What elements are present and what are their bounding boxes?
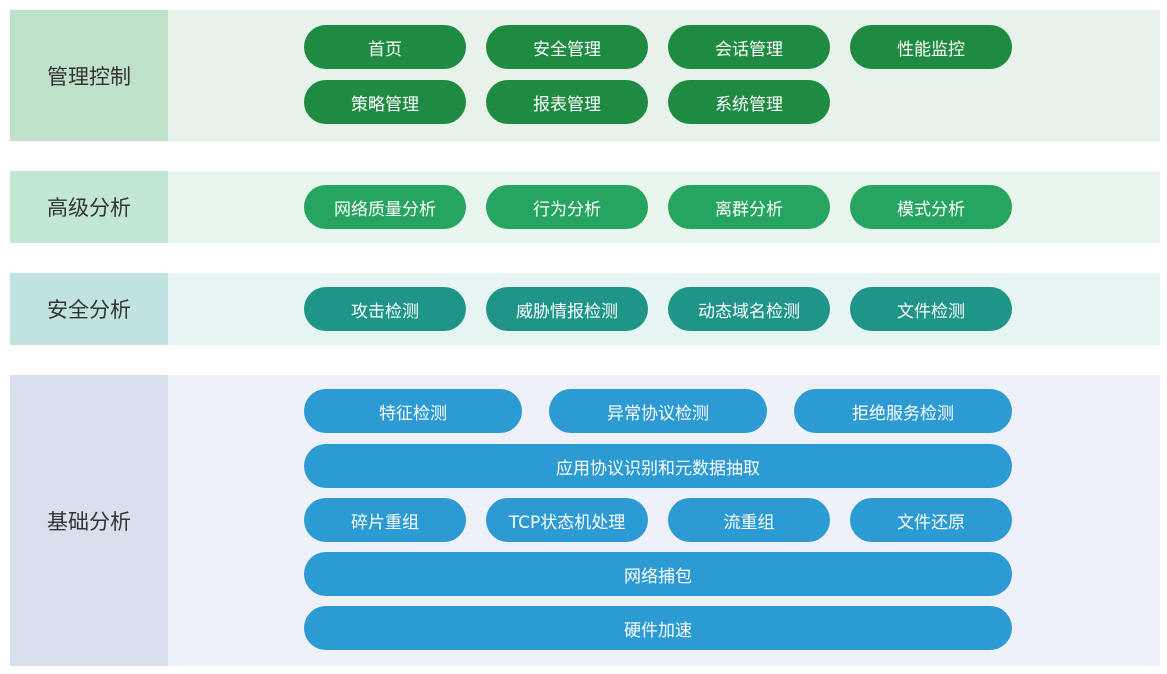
module-attack-detection[interactable]: 攻击检测	[304, 287, 466, 331]
module-performance-monitoring[interactable]: 性能监控	[850, 25, 1012, 69]
module-behavior-analysis[interactable]: 行为分析	[486, 185, 648, 229]
layer-security-analysis: 安全分析 攻击检测 威胁情报检测 动态域名检测 文件检测	[10, 273, 1160, 345]
module-pattern-analysis[interactable]: 模式分析	[850, 185, 1012, 229]
module-security-management[interactable]: 安全管理	[486, 25, 648, 69]
layer-body: 攻击检测 威胁情报检测 动态域名检测 文件检测	[168, 273, 1160, 345]
module-system-management[interactable]: 系统管理	[668, 80, 830, 124]
layer-label: 安全分析	[10, 273, 168, 345]
module-threat-intel-detection[interactable]: 威胁情报检测	[486, 287, 648, 331]
module-tcp-state-machine[interactable]: TCP状态机处理	[486, 498, 648, 542]
module-network-quality-analysis[interactable]: 网络质量分析	[304, 185, 466, 229]
module-session-management[interactable]: 会话管理	[668, 25, 830, 69]
module-stream-reassembly[interactable]: 流重组	[668, 498, 830, 542]
module-dos-detection[interactable]: 拒绝服务检测	[794, 389, 1012, 433]
layer-label: 基础分析	[10, 375, 168, 666]
layer-body: 网络质量分析 行为分析 离群分析 模式分析	[168, 171, 1160, 243]
layer-body: 首页 安全管理 会话管理 性能监控 策略管理 报表管理 系统管理	[168, 10, 1160, 141]
module-signature-detection[interactable]: 特征检测	[304, 389, 522, 433]
module-report-management[interactable]: 报表管理	[486, 80, 648, 124]
layer-label: 管理控制	[10, 10, 168, 141]
module-dynamic-domain-detection[interactable]: 动态域名检测	[668, 287, 830, 331]
layer-base-analysis: 基础分析 特征检测 异常协议检测 拒绝服务检测 应用协议识别和元数据抽取 碎片重…	[10, 375, 1160, 666]
layer-management-control: 管理控制 首页 安全管理 会话管理 性能监控 策略管理 报表管理 系统管理	[10, 10, 1160, 141]
layer-label: 高级分析	[10, 171, 168, 243]
module-packet-capture[interactable]: 网络捕包	[304, 552, 1012, 596]
module-home[interactable]: 首页	[304, 25, 466, 69]
module-outlier-analysis[interactable]: 离群分析	[668, 185, 830, 229]
module-hardware-acceleration[interactable]: 硬件加速	[304, 606, 1012, 650]
module-file-restore[interactable]: 文件还原	[850, 498, 1012, 542]
layer-body: 特征检测 异常协议检测 拒绝服务检测 应用协议识别和元数据抽取 碎片重组 TCP…	[168, 375, 1160, 666]
module-file-detection[interactable]: 文件检测	[850, 287, 1012, 331]
module-app-protocol-identification[interactable]: 应用协议识别和元数据抽取	[304, 444, 1012, 488]
module-fragment-reassembly[interactable]: 碎片重组	[304, 498, 466, 542]
module-protocol-anomaly-detection[interactable]: 异常协议检测	[549, 389, 767, 433]
module-policy-management[interactable]: 策略管理	[304, 80, 466, 124]
layer-advanced-analysis: 高级分析 网络质量分析 行为分析 离群分析 模式分析	[10, 171, 1160, 243]
